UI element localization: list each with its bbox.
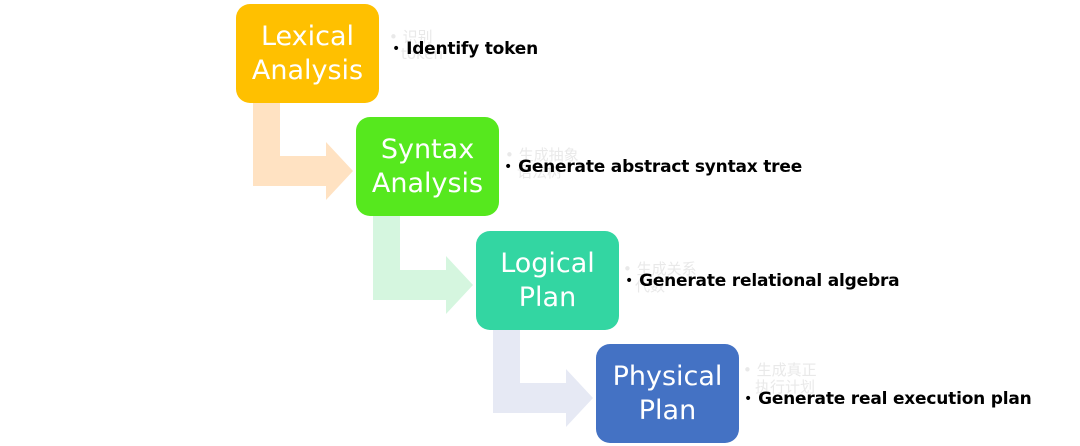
bullet-icon: • [504,159,513,175]
stage-box-syntax-analysis: Syntax Analysis [356,117,499,216]
stage-title-line: Plan [518,281,577,313]
faded-text-line: • 识别 [389,28,433,46]
bullet-icon: • [392,41,401,57]
stage-title-line: Plan [638,394,697,426]
stage-title-line: Analysis [251,54,364,86]
stage-description-physical: • Generate real execution plan [744,389,1032,410]
stage-description-syntax: • Generate abstract syntax tree [504,157,802,178]
description-text: Identify token [406,39,539,59]
faded-text-line: • 生成关系 [623,260,697,278]
stage-description-logical: • Generate relational algebra [625,271,900,292]
stage-box-logical-plan: Logical Plan [476,231,619,330]
stage-title-line: Analysis [371,167,484,199]
stage-title-line: Physical [612,360,723,392]
bullet-icon: • [625,273,634,289]
faded-text-line: 执行计划 [755,378,816,396]
arrow-syntax-to-logical [373,216,473,314]
stage-description-lexical: • Identify token [392,39,538,60]
faded-text-line: • 生成抽象 [505,146,579,164]
faded-text-line: 代数 [635,277,666,295]
faded-background-text: • 生成抽象 语法树 [505,147,579,181]
faded-text-line: token [401,45,443,63]
description-text: Generate relational algebra [639,271,900,291]
faded-background-text: • 识别 token [389,29,443,63]
arrow-logical-to-physical [493,330,593,427]
faded-background-text: • 生成关系 代数 [623,261,697,295]
description-text: Generate abstract syntax tree [518,157,803,177]
stage-box-physical-plan: Physical Plan [596,344,739,443]
faded-text-line: • 生成真正 [743,361,817,379]
stage-title-line: Logical [500,247,595,279]
stage-title-line: Syntax [380,133,475,165]
stage-box-lexical-analysis: Lexical Analysis [236,4,379,103]
stage-title-line: Lexical [260,20,355,52]
arrow-lexical-to-syntax [253,103,353,200]
bullet-icon: • [744,391,753,407]
faded-text-line: 语法树 [517,163,563,181]
faded-background-text: • 生成真正 执行计划 [743,362,817,396]
description-text: Generate real execution plan [758,389,1032,409]
